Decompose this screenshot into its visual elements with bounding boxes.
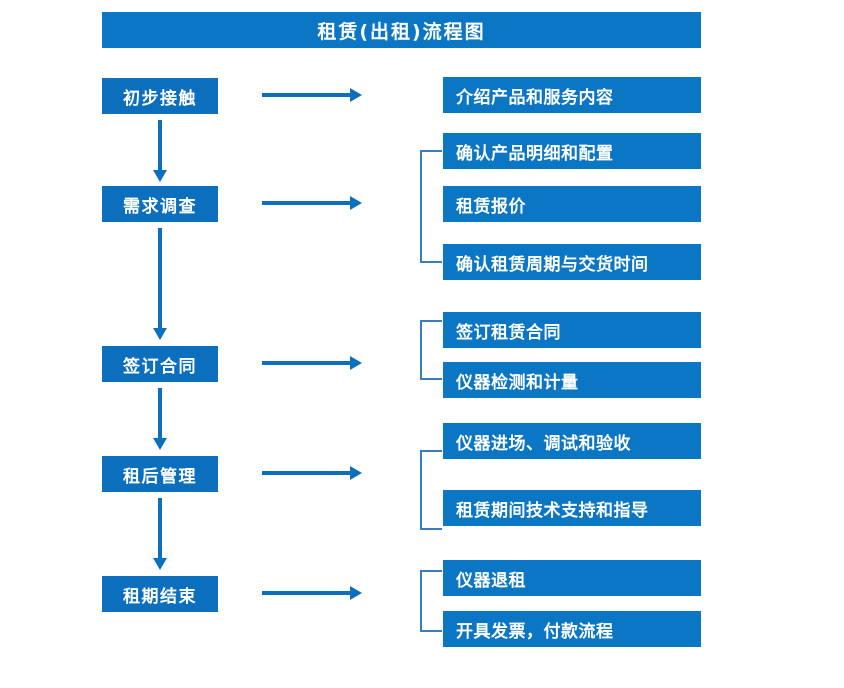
stage-box-3[interactable]: 签订合同	[102, 346, 218, 382]
detail-box-4-2[interactable]: 租赁期间技术支持和指导	[443, 490, 701, 526]
detail-box-1-1[interactable]: 介绍产品和服务内容	[443, 77, 701, 113]
stage-box-5[interactable]: 租期结束	[102, 576, 218, 612]
detail-box-5-2[interactable]: 开具发票，付款流程	[443, 611, 701, 647]
down-arrow-icon-2	[153, 228, 167, 340]
detail-box-4-1[interactable]: 仪器进场、调试和验收	[443, 423, 701, 459]
stage-box-2[interactable]: 需求调查	[102, 186, 218, 222]
detail-box-5-1[interactable]: 仪器退租	[443, 560, 701, 596]
bracket-connector-5	[420, 570, 442, 632]
page-title: 租赁(出租)流程图	[102, 12, 701, 48]
right-arrow-icon-2	[262, 196, 362, 210]
detail-box-2-2[interactable]: 租赁报价	[443, 186, 701, 222]
down-arrow-icon-3	[153, 388, 167, 450]
detail-box-3-1[interactable]: 签订租赁合同	[443, 312, 701, 348]
right-arrow-icon-3	[262, 356, 362, 370]
down-arrow-icon-1	[153, 120, 167, 182]
down-arrow-icon-4	[153, 498, 167, 570]
detail-box-2-1[interactable]: 确认产品明细和配置	[443, 133, 701, 169]
right-arrow-icon-1	[262, 88, 362, 102]
stage-box-1[interactable]: 初步接触	[102, 78, 218, 114]
bracket-connector-3	[420, 320, 442, 380]
bracket-connector-4	[420, 450, 442, 530]
right-arrow-icon-5	[262, 586, 362, 600]
right-arrow-icon-4	[262, 466, 362, 480]
bracket-connector-2	[420, 150, 442, 263]
detail-box-2-3[interactable]: 确认租赁周期与交货时间	[443, 244, 701, 280]
detail-box-3-2[interactable]: 仪器检测和计量	[443, 362, 701, 398]
stage-box-4[interactable]: 租后管理	[102, 456, 218, 492]
